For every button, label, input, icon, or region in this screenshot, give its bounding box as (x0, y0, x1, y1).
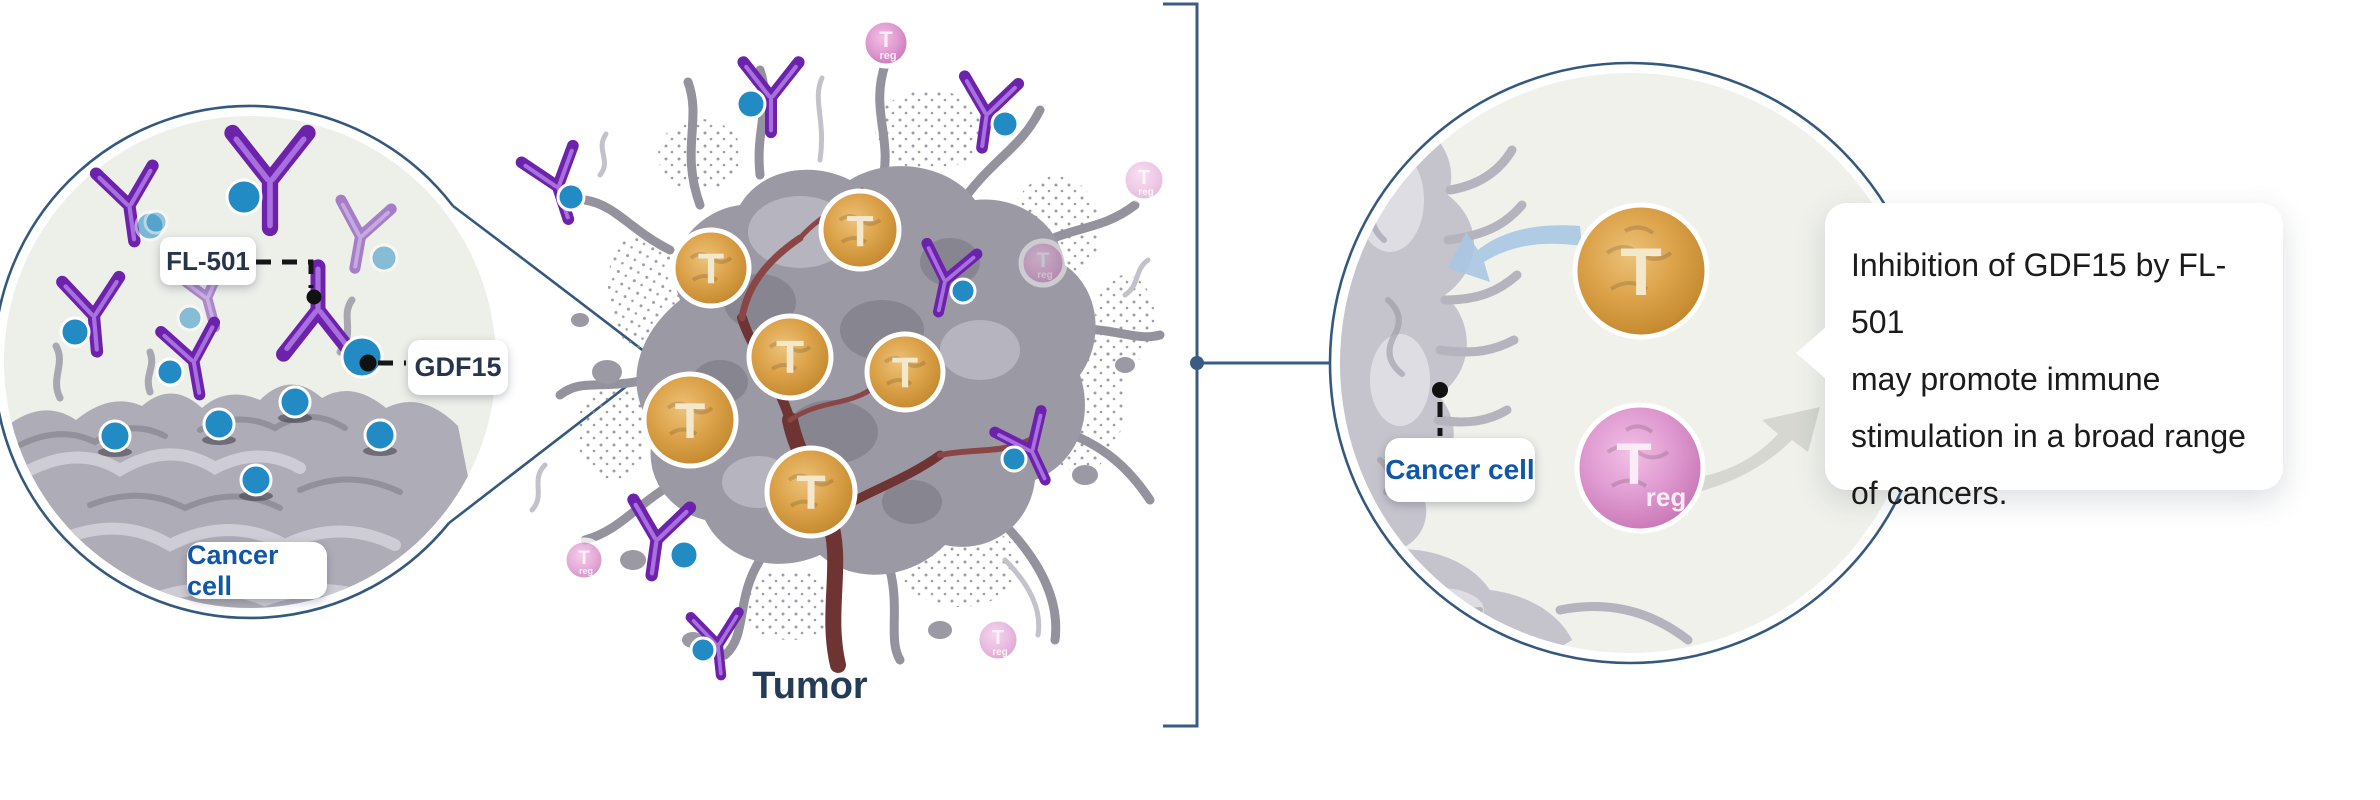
secreted-gdf15-dots (98, 385, 397, 501)
t-cell-right: T (1572, 202, 1710, 340)
svg-text:T: T (1616, 432, 1651, 497)
svg-text:reg: reg (992, 647, 1008, 658)
t-cell: T (641, 371, 739, 469)
label-pointers (256, 259, 406, 372)
cancer-cell-label-right: Cancer cell (1385, 438, 1535, 502)
treg-cell: T reg (561, 537, 607, 583)
t-cell: T (746, 313, 834, 401)
tumor-illustration: T T T T T T T reg T (522, 17, 1168, 678)
t-cells-on-tumor: T T T T T T (641, 188, 946, 539)
t-cell: T (864, 331, 946, 413)
callout-line: Inhibition of GDF15 by FL-501 (1851, 247, 2227, 340)
svg-text:T: T (992, 627, 1004, 649)
svg-text:T: T (1138, 167, 1150, 189)
svg-text:T: T (698, 245, 724, 293)
treg-cell: T reg (860, 17, 912, 69)
attack-arrow-icon (1448, 225, 1582, 282)
callout-line: of cancers. (1851, 475, 2008, 511)
svg-text:T: T (879, 27, 893, 52)
fl501-label: FL-501 (160, 237, 256, 285)
tumor-label: Tumor (752, 665, 868, 707)
cancer-cell-label-left: Cancer cell (187, 540, 327, 601)
suppression-arrow-icon (1694, 407, 1820, 492)
treg-cell: T reg (1120, 156, 1168, 204)
treg-cells-around-tumor: T reg T reg T reg T reg T reg (561, 17, 1168, 664)
right-label-pointer (1432, 382, 1448, 436)
svg-text:T: T (1620, 234, 1662, 310)
svg-text:T: T (892, 349, 918, 397)
svg-text:T: T (847, 207, 874, 256)
svg-text:reg: reg (1138, 187, 1154, 198)
treg-cell-right: T reg (1574, 402, 1706, 534)
left-circle-outline (0, 104, 455, 620)
t-cell: T (818, 188, 902, 272)
antibodies-around-tumor (522, 62, 1069, 677)
svg-text:T: T (578, 548, 590, 569)
svg-text:reg: reg (1037, 270, 1053, 281)
bracket-connector (1163, 2, 1330, 728)
cancer-cell-mass-left (4, 384, 496, 608)
svg-text:reg: reg (579, 566, 593, 576)
callout-line: may promote immune (1851, 361, 2161, 397)
svg-text:reg: reg (1646, 482, 1686, 512)
svg-text:T: T (675, 393, 706, 449)
t-cell: T (670, 227, 752, 309)
treg-cell: T reg (974, 616, 1022, 664)
svg-text:T: T (1037, 249, 1050, 272)
callout-line: stimulation in a broad range (1851, 418, 2246, 454)
svg-text:T: T (796, 467, 825, 520)
svg-text:reg: reg (879, 50, 896, 62)
gdf15-label: GDF15 (408, 340, 508, 395)
callout-bubble: Inhibition of GDF15 by FL-501 may promot… (1796, 203, 2283, 511)
fl501-antibody-icons (61, 133, 399, 399)
svg-text:T: T (776, 331, 804, 383)
t-cell: T (764, 445, 858, 539)
callout-text: Inhibition of GDF15 by FL-501 may promot… (1825, 203, 2283, 522)
treg-cell: T reg (1018, 238, 1068, 288)
